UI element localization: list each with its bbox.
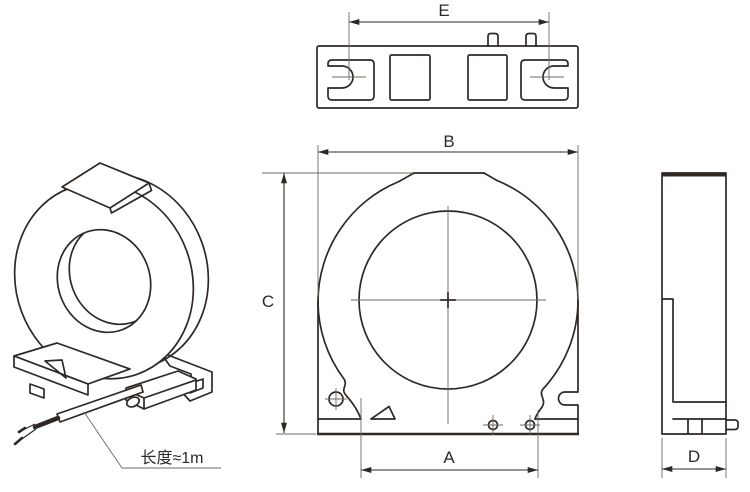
- front-right-foot-curve: [534, 300, 579, 420]
- top-view-slot-right: [520, 59, 569, 101]
- top-view-square-hole-left: [389, 54, 431, 101]
- iso-base-foot-left: [29, 383, 45, 399]
- dimension-b: B: [317, 132, 579, 299]
- top-view-tab-right: [525, 32, 537, 47]
- iso-base-triangle: [44, 359, 67, 379]
- front-left-foot-curve: [317, 300, 362, 420]
- top-view-plate-outline: [316, 45, 579, 109]
- side-view-body: [661, 172, 727, 435]
- side-view: D: [661, 172, 739, 478]
- iso-cable-body: [56, 384, 144, 423]
- front-right-wall-with-notch: [557, 300, 579, 435]
- iso-ring-flat-top-lip: [109, 182, 153, 214]
- iso-cable-wire-tips: [13, 426, 27, 446]
- top-view: E: [316, 1, 579, 109]
- dimension-d: D: [661, 438, 727, 478]
- cable-length-note: 长度≈1m: [83, 411, 221, 469]
- side-view-feet-lines: [687, 418, 703, 435]
- front-centerlines: [351, 206, 546, 424]
- iso-cable-gland: [125, 396, 141, 408]
- front-mounting-hole-right: [520, 415, 540, 435]
- dimension-e: E: [348, 1, 550, 80]
- front-rib-triangle: [370, 405, 396, 420]
- front-chamfers: [398, 172, 498, 183]
- dimension-label-c: C: [262, 292, 274, 311]
- top-view-slot-left: [327, 59, 375, 101]
- iso-base-front: [13, 342, 197, 410]
- iso-ring-hole: [56, 228, 152, 334]
- iso-cable: [13, 384, 144, 446]
- dimension-c: C: [262, 172, 413, 435]
- cable-length-label: 长度≈1m: [140, 449, 203, 467]
- leader-line: [83, 411, 221, 469]
- dimension-label-a: A: [443, 448, 455, 467]
- iso-cable-stripped-segment: [32, 415, 61, 430]
- front-outer-arc-right: [496, 179, 579, 302]
- side-view-tab: [725, 419, 739, 431]
- front-outer-arc-left: [317, 180, 400, 302]
- front-view: B C A: [262, 132, 579, 478]
- front-center-cross: [439, 291, 457, 309]
- isometric-view: 长度≈1m: [13, 162, 221, 469]
- top-view-square-hole-right: [467, 54, 508, 101]
- side-view-step-lines: [661, 298, 727, 420]
- dimension-a: A: [360, 398, 539, 478]
- dimension-label-b: B: [443, 132, 454, 151]
- front-mounting-hole-left: [325, 388, 347, 410]
- dimension-label-d: D: [688, 447, 700, 466]
- top-view-tab-left: [487, 32, 499, 47]
- front-mounting-hole-center: [483, 415, 503, 435]
- dimension-label-e: E: [438, 1, 449, 20]
